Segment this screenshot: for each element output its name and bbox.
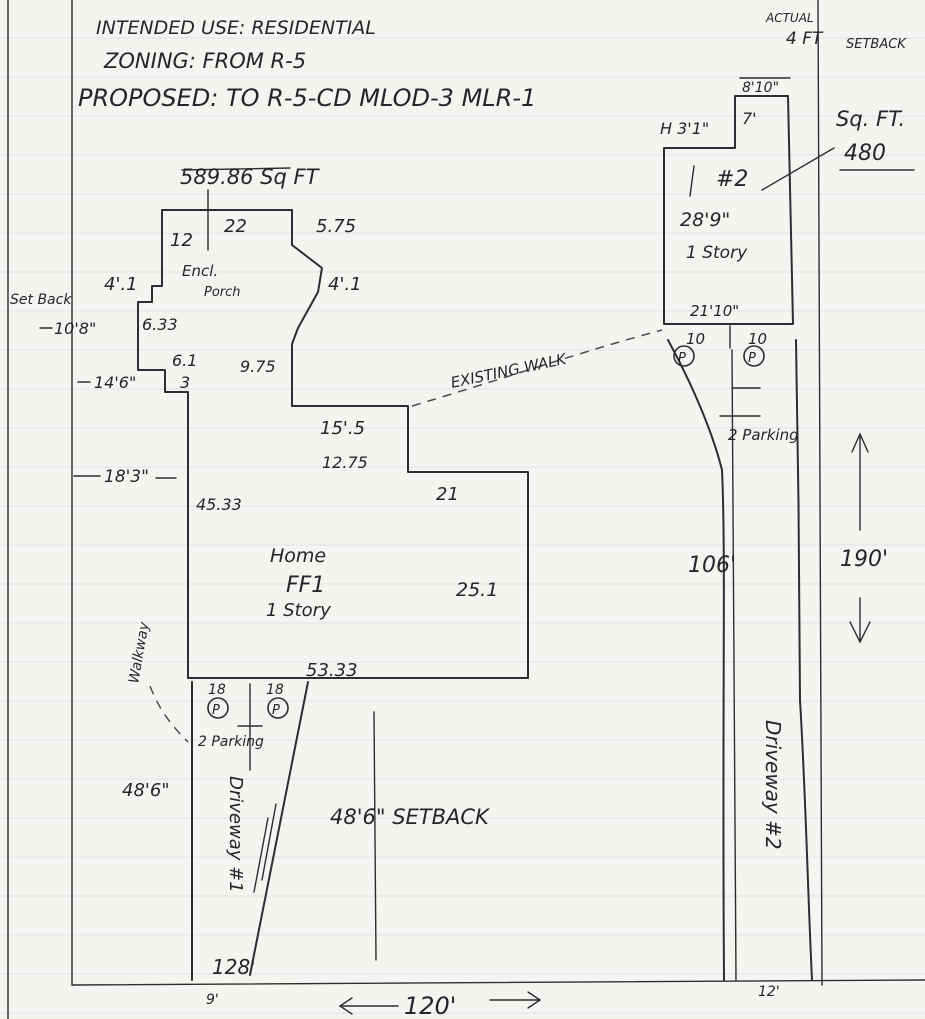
driveway2-left-edge (667, 339, 725, 981)
unit2-dim-10a: 10 (686, 330, 705, 348)
dim-22: 22 (224, 216, 247, 237)
sqft-leader (761, 147, 835, 191)
dim-6-33: 6.33 (142, 315, 178, 334)
dim-12-75: 12.75 (322, 453, 368, 472)
dim-18b: 18 (266, 682, 284, 698)
driveway1-label: Driveway #1 (225, 776, 246, 893)
driveway2-label: Driveway #2 (761, 720, 785, 850)
existing-walk-path (411, 329, 663, 407)
unit2-width: 21'10" (690, 302, 739, 320)
parking-symbol-3 (207, 697, 229, 719)
home-story-label: 1 Story (266, 600, 331, 621)
right-lot-line (817, 0, 823, 986)
unit2-outline (663, 95, 794, 325)
parking-symbol-2 (743, 345, 765, 367)
home-ff-label: FF1 (286, 573, 325, 598)
unit2-depth: 28'9" (680, 209, 730, 231)
actual-setback: SETBACK (846, 37, 907, 52)
parking-p-4: P (272, 703, 280, 718)
unit2-top-width: 8'10" (742, 80, 779, 96)
walkway-path (149, 685, 189, 743)
dim-45-33: 45.33 (196, 495, 242, 514)
dim-4-1-left: 4'.1 (104, 274, 138, 295)
unit2-h-label: H 3'1" (660, 119, 709, 138)
dim-106: 106' (688, 553, 736, 578)
dim-190: 190' (840, 547, 888, 572)
parking-p-1: P (678, 351, 686, 366)
dim-120-arrowhead-right (527, 991, 542, 1009)
front-lot-line (71, 979, 925, 986)
parking1-label: 2 Parking (198, 734, 264, 750)
dim-6-1: 6.1 (172, 351, 197, 370)
actual-value: 4 FT (786, 29, 824, 49)
dim-190-arrowhead-bottom (849, 621, 871, 644)
dim-12: 12 (170, 230, 193, 251)
home-name-label: Home (270, 545, 326, 567)
actual-label: ACTUAL (765, 11, 814, 25)
dim-128: 128' (212, 955, 256, 979)
porch-label-1: Encl. (182, 262, 218, 280)
parking-symbol-1 (673, 345, 695, 367)
dim-9-75: 9.75 (240, 357, 276, 376)
dim-53-33: 53.33 (306, 660, 358, 681)
dim-5-75: 5.75 (316, 216, 356, 237)
parking-symbol-4 (267, 697, 289, 719)
setback-14-6: 14'6" (94, 373, 136, 392)
home-area-label: 589.86 Sq FT (180, 165, 321, 189)
setback-10-8: 10'8" (54, 319, 96, 338)
proposed-zoning-text: PROPOSED: TO R-5-CD MLOD-3 MLR-1 (78, 84, 536, 112)
unit2-sqft-label: Sq. FT. (836, 107, 905, 131)
walkway-label: Walkway (126, 620, 153, 685)
unit2-dim-10b: 10 (748, 330, 767, 348)
front-setback-line (373, 711, 377, 961)
home-outline (137, 209, 529, 679)
driveway1-right-edge (249, 681, 309, 976)
dim-4-1-right: 4'.1 (328, 274, 362, 295)
setback-label: Set Back (10, 292, 72, 308)
unit2-dim-7: 7' (742, 109, 757, 128)
driveway1-hatch-2 (253, 817, 269, 893)
dim-48-6: 48'6" (122, 780, 170, 801)
parking2-label-num: 2 Parking (728, 426, 799, 444)
existing-walk-label: EXISTING WALK (449, 350, 569, 392)
driveway2-right-edge (795, 339, 813, 981)
dim-25-1: 25.1 (456, 579, 498, 601)
dim-12-bottom: 12' (758, 984, 780, 1000)
front-setback-label: 48'6" SETBACK (330, 805, 491, 829)
dim-190-arrowhead-top (851, 432, 869, 453)
zoning-text: ZONING: FROM R-5 (103, 49, 306, 73)
driveway1-hatch-1 (261, 803, 277, 881)
dim-15-5: 15'.5 (320, 418, 365, 439)
dim-21: 21 (436, 484, 459, 505)
parking-p-3: P (212, 703, 220, 718)
dim-120: 120' (404, 992, 456, 1019)
unit2-sqft-value: 480 (844, 141, 886, 166)
area-underline (181, 167, 291, 171)
dim-3: 3 (180, 373, 190, 392)
intended-use-text: INTENDED USE: RESIDENTIAL (96, 17, 376, 39)
unit2-number: #2 (716, 167, 748, 192)
driveway2-center (731, 349, 737, 981)
dim-120-arrowhead-left (338, 997, 353, 1015)
unit2-mark (689, 165, 695, 197)
dim-9: 9' (206, 992, 219, 1008)
porch-label-2: Porch (204, 285, 241, 300)
setback-18-3: 18'3" (104, 467, 149, 487)
parking-p-2: P (748, 351, 756, 366)
dim-18a: 18 (208, 682, 226, 698)
unit2-story: 1 Story (686, 243, 748, 263)
